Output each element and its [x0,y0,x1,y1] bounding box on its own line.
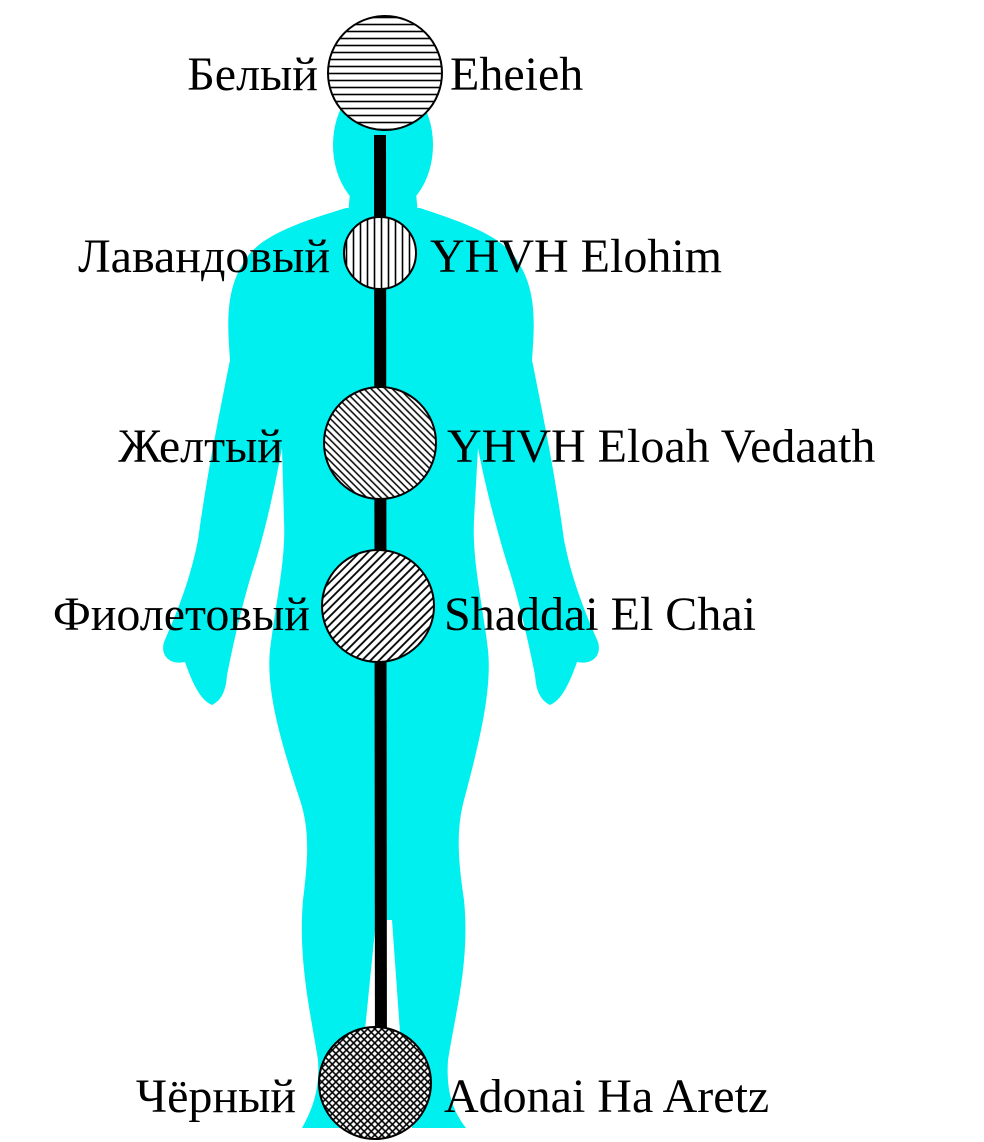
center-divine-name: Eheieh [450,48,583,101]
center-2: Лавандовый YHVH Elohim [78,217,722,289]
center-circle-white [328,16,442,130]
center-divine-name: Shaddai El Chai [444,588,756,641]
center-color-label: Фиолетовый [53,588,310,641]
center-divine-name: Adonai Ha Aretz [444,1070,769,1123]
center-color-label: Белый [187,48,318,101]
center-4: Фиолетовый Shaddai El Chai [53,550,756,662]
center-circle-violet [322,550,434,662]
center-circle-lavender [344,217,416,289]
center-divine-name: YHVH Elohim [430,230,722,283]
center-5: Чёрный Adonai Ha Aretz [136,1027,769,1139]
center-circle-yellow [324,387,436,499]
center-circle-black [319,1027,431,1139]
center-1: Белый Eheieh [187,16,583,130]
center-color-label: Лавандовый [78,230,330,283]
center-color-label: Чёрный [136,1070,296,1123]
center-color-label: Желтый [118,420,283,473]
center-divine-name: YHVH Eloah Vedaath [447,420,875,473]
